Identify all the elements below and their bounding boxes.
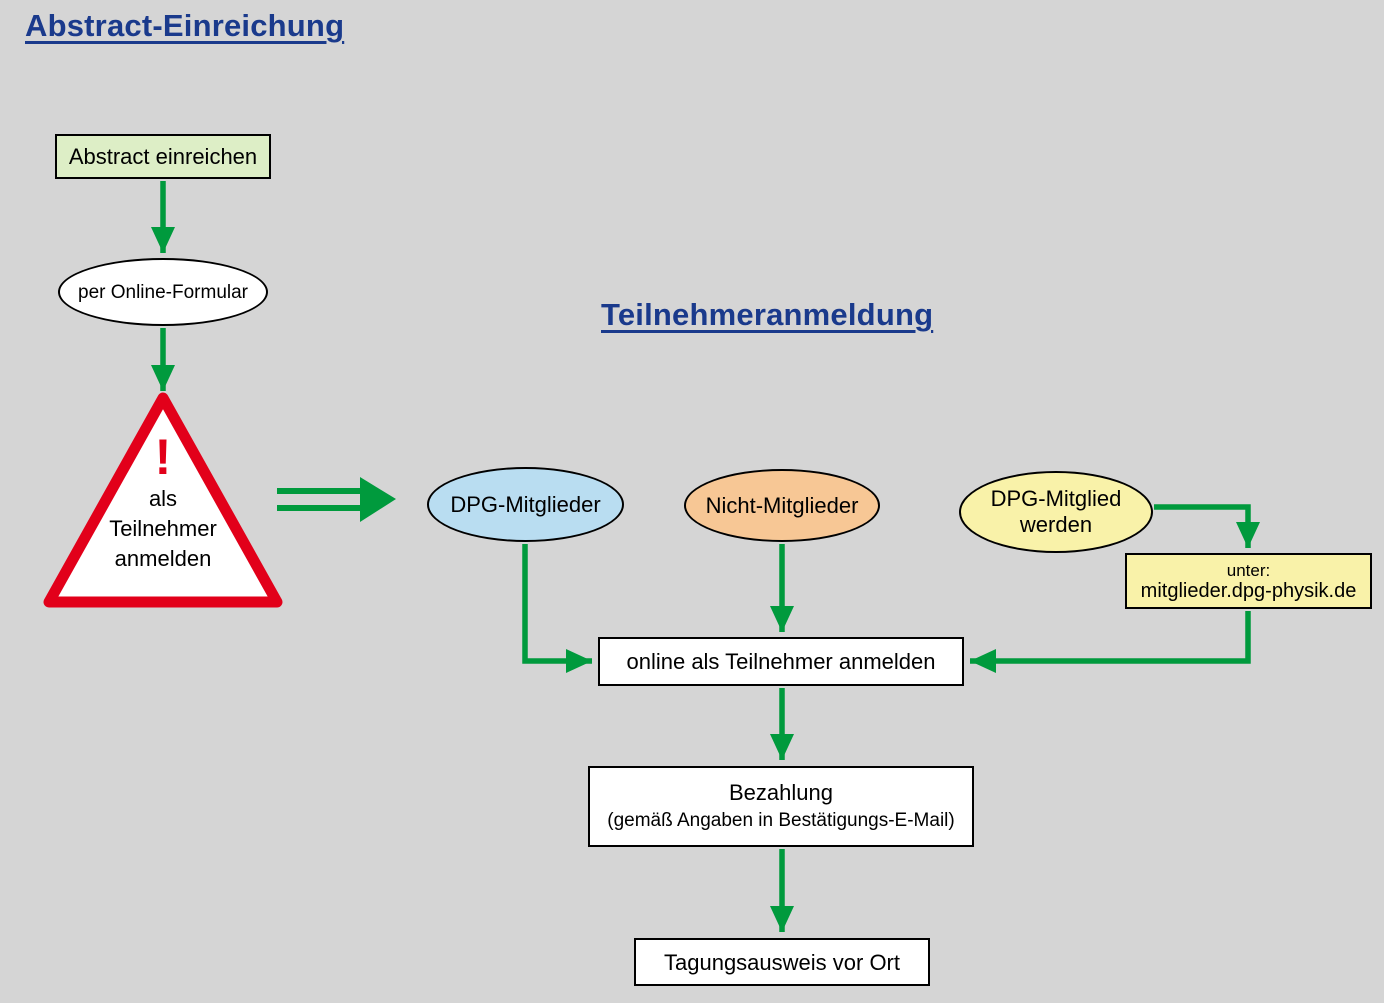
arrow-unter-to-online	[970, 611, 1251, 673]
warning-text-line: Teilnehmer	[109, 516, 217, 541]
node-dpg-mitglied-werden-line: werden	[1019, 512, 1093, 537]
heading-teilnehmeranmeldung: Teilnehmeranmeldung	[601, 297, 934, 332]
bezahlung-title: Bezahlung	[729, 779, 833, 805]
node-bezahlung: Bezahlung (gemäß Angaben in Bestätigungs…	[588, 766, 974, 847]
node-dpg-mitglieder: DPG-Mitglieder	[427, 467, 624, 542]
heading-abstract-einreichung: Abstract-Einreichung	[25, 8, 345, 43]
node-abstract-einreichen: Abstract einreichen	[55, 134, 271, 179]
node-unter-mitglieder-url: unter: mitglieder.dpg-physik.de	[1125, 553, 1372, 609]
warning-text-line: anmelden	[114, 546, 212, 571]
node-dpg-mitglied-werden: DPG-Mitglied werden	[959, 471, 1153, 553]
mitglieder-url: mitglieder.dpg-physik.de	[1140, 580, 1357, 602]
bezahlung-subtitle: (gemäß Angaben in Bestätigungs-E-Mail)	[607, 809, 955, 831]
warning-triangle-label: ! als Teilnehmer anmelden	[63, 430, 263, 574]
node-online-anmelden: online als Teilnehmer anmelden	[598, 637, 964, 686]
double-arrow-icon	[277, 477, 396, 522]
arrow-werden-to-unter	[1154, 504, 1260, 548]
arrow-dpg-to-online	[522, 544, 592, 673]
node-tagungsausweis: Tagungsausweis vor Ort	[634, 938, 930, 986]
node-dpg-mitglied-werden-line: DPG-Mitglied	[990, 486, 1122, 511]
node-per-online-formular: per Online-Formular	[58, 258, 268, 326]
warning-triangle	[43, 392, 283, 608]
node-nicht-mitglieder: Nicht-Mitglieder	[684, 469, 880, 542]
unter-label: unter:	[1226, 561, 1271, 580]
warning-text-line: als	[148, 486, 178, 511]
warning-exclamation: !	[154, 429, 172, 485]
